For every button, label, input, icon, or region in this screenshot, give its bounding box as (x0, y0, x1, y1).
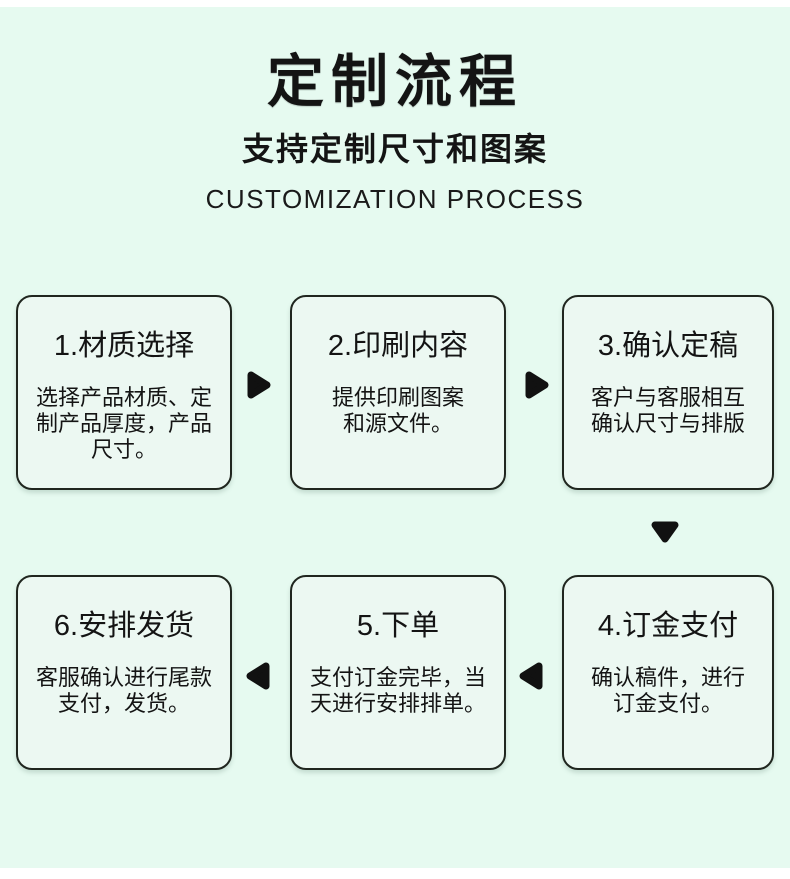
step-card-3: 3.确认定稿 客户与客服相互 确认尺寸与排版 (562, 295, 774, 490)
step-description-line: 确认稿件，进行 (590, 665, 745, 690)
flow-arrow-left-icon (246, 662, 270, 690)
step-card-5: 5.下单 支付订金完毕，当 天进行安排排单。 (290, 575, 506, 770)
step-description-line: 选择产品材质、定 (35, 385, 212, 410)
step-title: 4.订金支付 (597, 610, 739, 642)
step-description-line: 提供印刷图案 (331, 385, 464, 410)
step-description-line: 和源文件。 (342, 411, 453, 436)
step-description-line: 尺寸。 (90, 437, 157, 462)
step-description-line: 订金支付。 (612, 691, 723, 716)
flow-arrow-right-icon (525, 371, 549, 399)
section-subtitle-en: CUSTOMIZATION PROCESS (205, 184, 585, 214)
step-card-2: 2.印刷内容 提供印刷图案 和源文件。 (290, 295, 506, 490)
step-description-line: 制产品厚度，产品 (35, 411, 212, 436)
step-description: 客服确认进行尾款 支付，发货。 (18, 665, 230, 717)
step-description-line: 天进行安排排单。 (309, 691, 486, 716)
step-description: 提供印刷图案 和源文件。 (292, 385, 504, 437)
step-description-line: 确认尺寸与排版 (590, 411, 745, 436)
step-description-line: 客服确认进行尾款 (35, 665, 212, 690)
step-title: 6.安排发货 (53, 610, 195, 642)
step-card-1: 1.材质选择 选择产品材质、定 制产品厚度，产品 尺寸。 (16, 295, 232, 490)
flow-arrow-down-icon (651, 521, 679, 543)
flow-arrow-left-icon (519, 662, 543, 690)
step-description-line: 支付，发货。 (57, 691, 190, 716)
step-description: 支付订金完毕，当 天进行安排排单。 (292, 665, 504, 717)
step-card-6: 6.安排发货 客服确认进行尾款 支付，发货。 (16, 575, 232, 770)
section-title: 定制流程 (267, 50, 523, 114)
step-description: 确认稿件，进行 订金支付。 (564, 665, 772, 717)
step-title: 1.材质选择 (53, 330, 195, 362)
step-title: 5.下单 (356, 610, 440, 642)
flow-arrow-right-icon (247, 371, 271, 399)
section-subtitle: 支持定制尺寸和图案 (241, 131, 548, 167)
step-description: 选择产品材质、定 制产品厚度，产品 尺寸。 (18, 385, 230, 463)
step-title: 3.确认定稿 (597, 330, 739, 362)
step-card-4: 4.订金支付 确认稿件，进行 订金支付。 (562, 575, 774, 770)
step-description-line: 客户与客服相互 (590, 385, 745, 410)
step-title: 2.印刷内容 (327, 330, 469, 362)
step-description-line: 支付订金完毕，当 (309, 665, 486, 690)
step-description: 客户与客服相互 确认尺寸与排版 (564, 385, 772, 437)
